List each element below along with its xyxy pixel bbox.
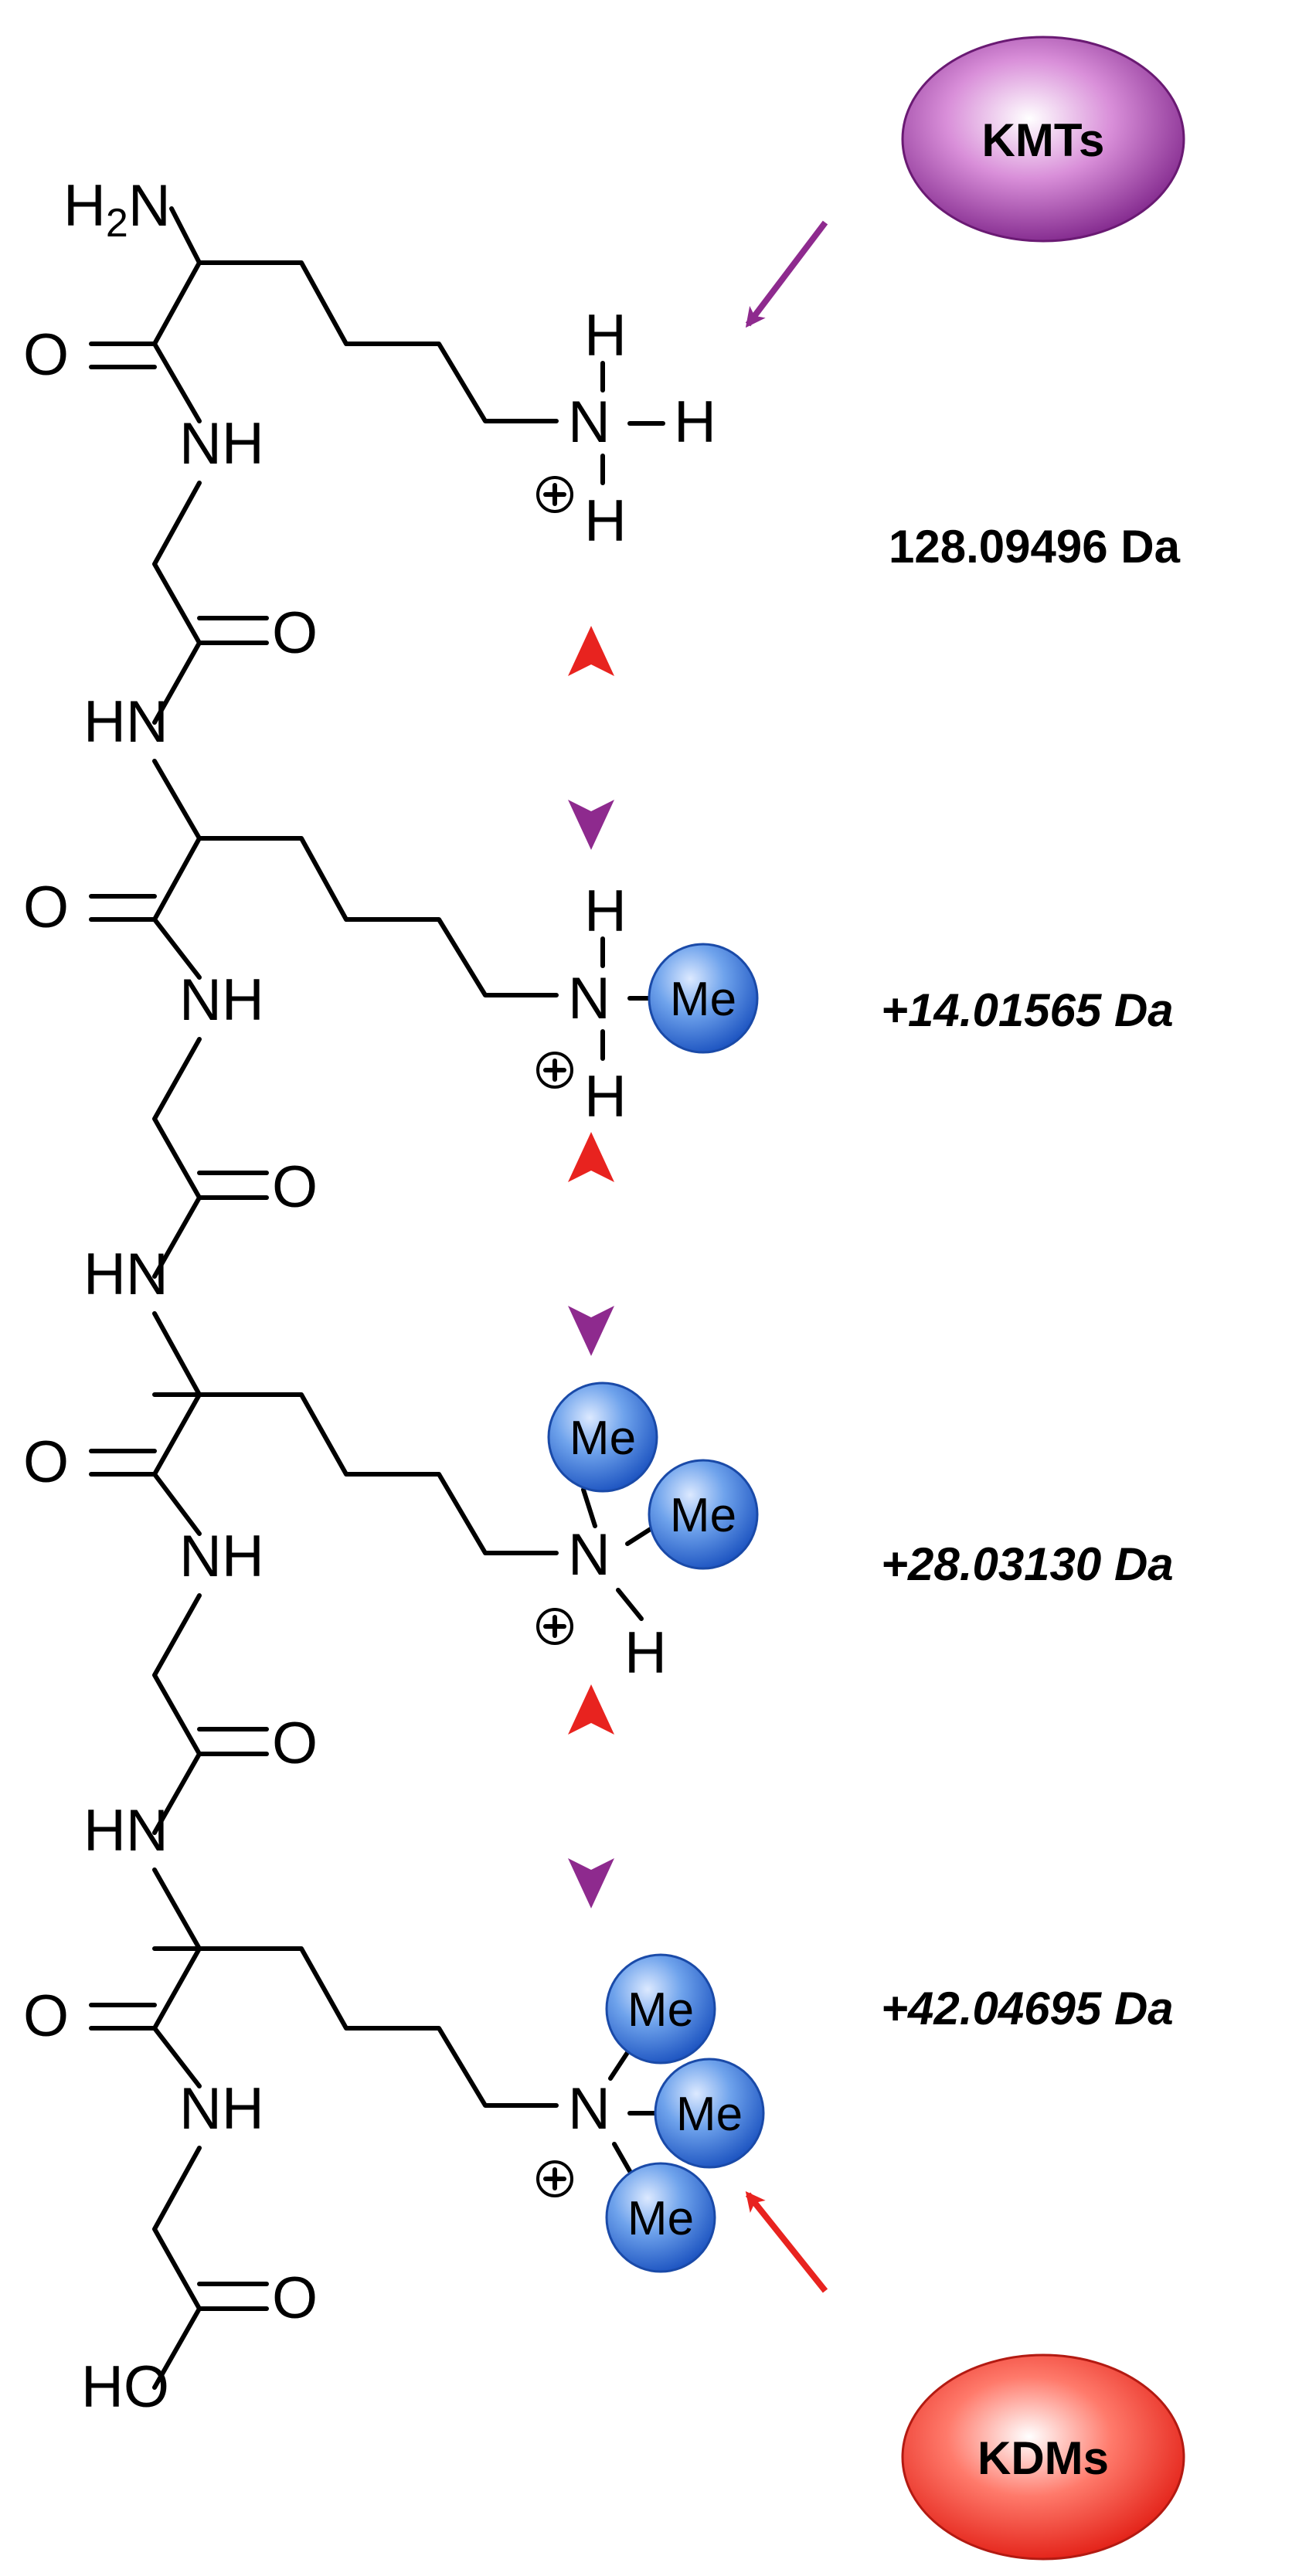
nitrogen-2: N (568, 966, 610, 1031)
carbonyl-oxygen-2: O (272, 600, 318, 666)
mass-monomethyl: +14.01565 Da (881, 984, 1174, 1036)
amide-nh-3: NH (179, 967, 264, 1033)
svg-text:Me: Me (670, 973, 736, 1026)
equilibrium-arrows (568, 626, 614, 1908)
carbonyl-oxygen-3: O (23, 875, 69, 940)
amide-nh-5: NH (179, 1524, 264, 1589)
hydrogen-3: H (624, 1620, 667, 1686)
svg-text:Me: Me (570, 1412, 636, 1465)
carbonyl-oxygen-8: O (272, 2265, 318, 2331)
hydrogen-2a: H (584, 878, 627, 944)
hydrogen-1a: H (584, 303, 627, 369)
carbonyl-oxygen-6: O (272, 1711, 318, 1776)
carbonyl-oxygen-7: O (23, 1983, 69, 2049)
side-chains: N H H H N H H N H N (152, 260, 716, 2197)
equilibrium-arrow-3 (568, 1684, 614, 1908)
svg-text:Me: Me (670, 1489, 736, 1542)
svg-text:Me: Me (627, 1983, 694, 2037)
mass-unmodified: 128.09496 Da (889, 521, 1181, 573)
svg-text:Me: Me (676, 2088, 743, 2141)
kdms-arrow (745, 2191, 828, 2293)
amide-nh-7: NH (179, 2076, 264, 2142)
carbonyl-oxygen-4: O (272, 1154, 318, 1220)
methyl-2a: Me (648, 943, 759, 1054)
c-terminal-hydroxyl: HO (81, 2354, 169, 2420)
mass-dimethyl: +28.03130 Da (881, 1538, 1174, 1590)
hydrogen-1b: H (674, 389, 716, 455)
amide-hn-6: HN (83, 1798, 168, 1864)
equilibrium-arrow-1 (568, 626, 614, 850)
nitrogen-3: N (568, 1522, 610, 1588)
methyl-groups: Me Me Me Me Me Me (547, 943, 765, 2273)
mass-labels: 128.09496 Da +14.01565 Da +28.03130 Da +… (881, 521, 1181, 2034)
amide-hn-2: HN (83, 689, 168, 755)
amide-nh-1: NH (179, 411, 264, 477)
amide-hn-4: HN (83, 1242, 168, 1307)
carbonyl-oxygen-1: O (23, 322, 69, 388)
svg-text:Me: Me (627, 2192, 694, 2245)
nitrogen-4: N (568, 2076, 610, 2142)
nitrogen-1: N (568, 389, 610, 455)
methyl-4a: Me (605, 1953, 716, 2065)
methyl-3a: Me (547, 1381, 658, 1493)
kdms-label: KDMs (978, 2432, 1109, 2484)
kdms-enzyme: KDMs (901, 2353, 1185, 2561)
methyl-4b: Me (654, 2058, 765, 2169)
kmts-label: KMTs (982, 114, 1105, 166)
amine-label: H2N (63, 173, 171, 246)
equilibrium-arrow-2 (568, 1132, 614, 1356)
methyl-4c: Me (605, 2162, 716, 2273)
carbonyl-oxygen-5: O (23, 1429, 69, 1495)
peptide-backbone: H2N O NH O HN O NH O HN O NH (23, 173, 318, 2420)
kmts-enzyme: KMTs (901, 36, 1185, 243)
hydrogen-2b: H (584, 1064, 627, 1130)
methyl-3b: Me (648, 1459, 759, 1570)
mass-trimethyl: +42.04695 Da (881, 1983, 1174, 2034)
kmts-arrow (745, 220, 828, 328)
hydrogen-1c: H (584, 488, 627, 554)
